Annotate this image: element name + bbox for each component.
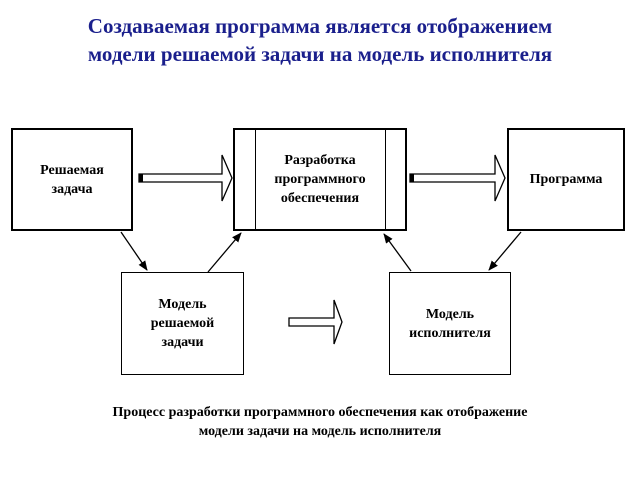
block-arrow-development-to-program (409, 154, 506, 202)
arrow-program-to-executor-model (488, 231, 522, 271)
diagram-title: Создаваемая программа является отображен… (0, 12, 640, 68)
box-program-label: Программа (529, 172, 603, 187)
caption-line-2: модели задачи на модель исполнителя (198, 424, 442, 439)
box-development-left-bar (255, 128, 256, 231)
title-line-1: Создаваемая программа является отображен… (87, 14, 553, 38)
box-executor-model: Модель исполнителя (389, 272, 511, 375)
title-line-2: модели решаемой задачи на модель исполни… (87, 42, 553, 66)
box-development-right-bar (385, 128, 386, 231)
box-problem-label: Решаемая задача (40, 162, 104, 197)
diagram-caption: Процесс разработки программного обеспече… (0, 403, 640, 441)
arrow-executor-model-to-development (383, 233, 412, 272)
box-program: Программа (507, 128, 625, 231)
box-problem: Решаемая задача (11, 128, 133, 231)
box-problem-model: Модель решаемой задачи (121, 272, 244, 375)
block-arrow-problem-to-development (138, 154, 233, 202)
caption-line-1: Процесс разработки программного обеспече… (112, 405, 528, 420)
box-executor-model-label: Модель исполнителя (409, 306, 491, 341)
arrow-problem-model-to-development (207, 232, 242, 273)
box-problem-model-label: Модель решаемой задачи (150, 297, 215, 350)
box-development: Разработка программного обеспечения (233, 128, 407, 231)
box-development-label: Разработка программного обеспечения (274, 153, 366, 206)
arrow-problem-to-problem-model (120, 231, 148, 271)
block-arrow-model-to-model (288, 299, 343, 345)
